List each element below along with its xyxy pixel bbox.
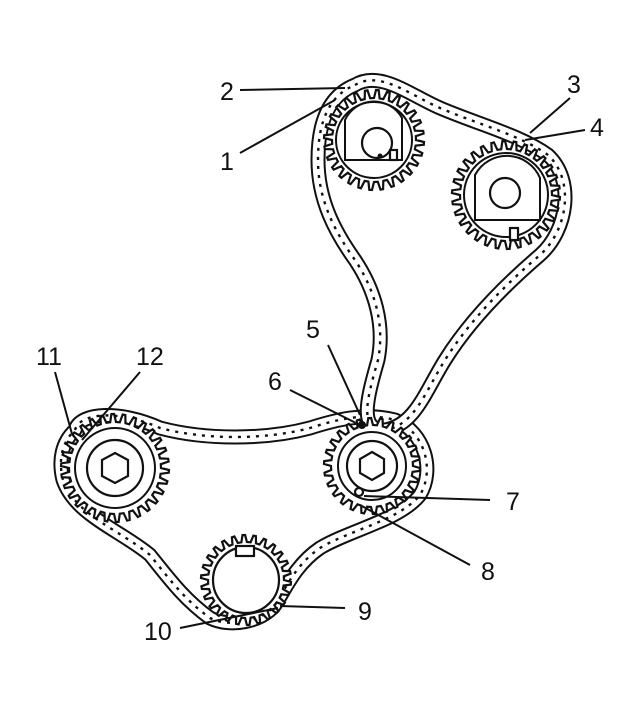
balance-shaft-sprocket: [322, 416, 422, 516]
callout-6: 6: [268, 368, 282, 396]
leader-3: [529, 97, 571, 134]
callout-9: 9: [358, 598, 372, 626]
callout-2: 2: [220, 78, 234, 106]
leader-12: [81, 371, 141, 441]
leader-11: [54, 371, 73, 435]
leader-2: [239, 87, 346, 91]
leader-1: [239, 99, 336, 154]
leader-5: [327, 344, 361, 416]
callout-11: 11: [36, 343, 62, 371]
intake-camshaft-sprocket: [322, 88, 426, 192]
callout-10: 10: [144, 618, 172, 646]
callout-5: 5: [306, 316, 320, 344]
leader-6: [289, 389, 361, 426]
leader-10: [179, 607, 279, 629]
callout-1: 1: [220, 148, 234, 176]
callout-8: 8: [481, 558, 495, 586]
leader-lines: [54, 87, 586, 629]
callout-labels: 1 2 3 4 5 6 7 8 9 10 11 12: [36, 71, 604, 646]
callout-12: 12: [136, 343, 164, 371]
leader-8: [359, 504, 471, 566]
leader-7: [363, 495, 491, 501]
crankshaft-sprocket: [199, 533, 293, 627]
left-balance-sprocket: [59, 412, 171, 524]
primary-timing-chain: [53, 407, 435, 631]
callout-4: 4: [590, 114, 604, 142]
callout-3: 3: [567, 71, 581, 99]
leader-9: [279, 605, 346, 609]
secondary-timing-chain: [310, 72, 573, 438]
callout-7: 7: [506, 488, 520, 516]
leader-4: [524, 129, 586, 141]
exhaust-camshaft-sprocket: [450, 139, 562, 251]
